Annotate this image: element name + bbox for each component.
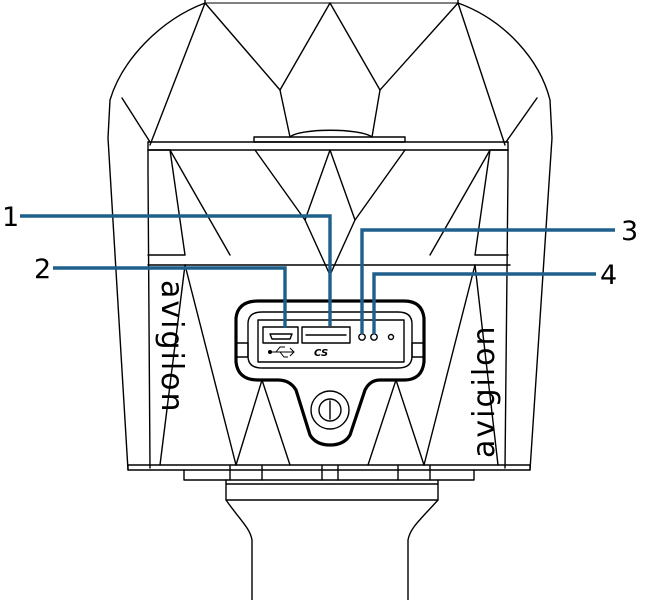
reset-button bbox=[370, 333, 378, 341]
callout-line-2 bbox=[53, 266, 287, 328]
sd-label: CS bbox=[314, 348, 328, 359]
callout-label-1: 1 bbox=[2, 202, 19, 233]
microsd-card-slot: CS bbox=[301, 326, 351, 359]
callout-3: 3 bbox=[360, 216, 638, 334]
callout-label-2: 2 bbox=[34, 254, 51, 285]
callout-label-3: 3 bbox=[621, 216, 638, 247]
camera-body bbox=[127, 141, 531, 471]
callout-4: 4 bbox=[372, 260, 617, 334]
callout-line-3 bbox=[360, 228, 615, 334]
lock-screw-icon bbox=[310, 390, 350, 430]
callout-line-1 bbox=[20, 214, 332, 326]
top-cap bbox=[253, 129, 406, 143]
usb-icon bbox=[268, 346, 295, 358]
indicator-hole bbox=[387, 333, 395, 341]
callout-line-4 bbox=[372, 272, 596, 334]
brand-logo-left: avigilon bbox=[154, 280, 189, 414]
dome-housing bbox=[107, 0, 553, 471]
mount-neck bbox=[183, 465, 475, 600]
access-panel: CS bbox=[234, 299, 426, 447]
callout-1: 1 bbox=[2, 202, 332, 326]
brand-logo-right: avigilon bbox=[467, 324, 502, 458]
callout-label-4: 4 bbox=[600, 260, 617, 291]
callout-2: 2 bbox=[34, 254, 287, 328]
status-led bbox=[358, 333, 366, 341]
micro-usb-port bbox=[262, 326, 299, 358]
